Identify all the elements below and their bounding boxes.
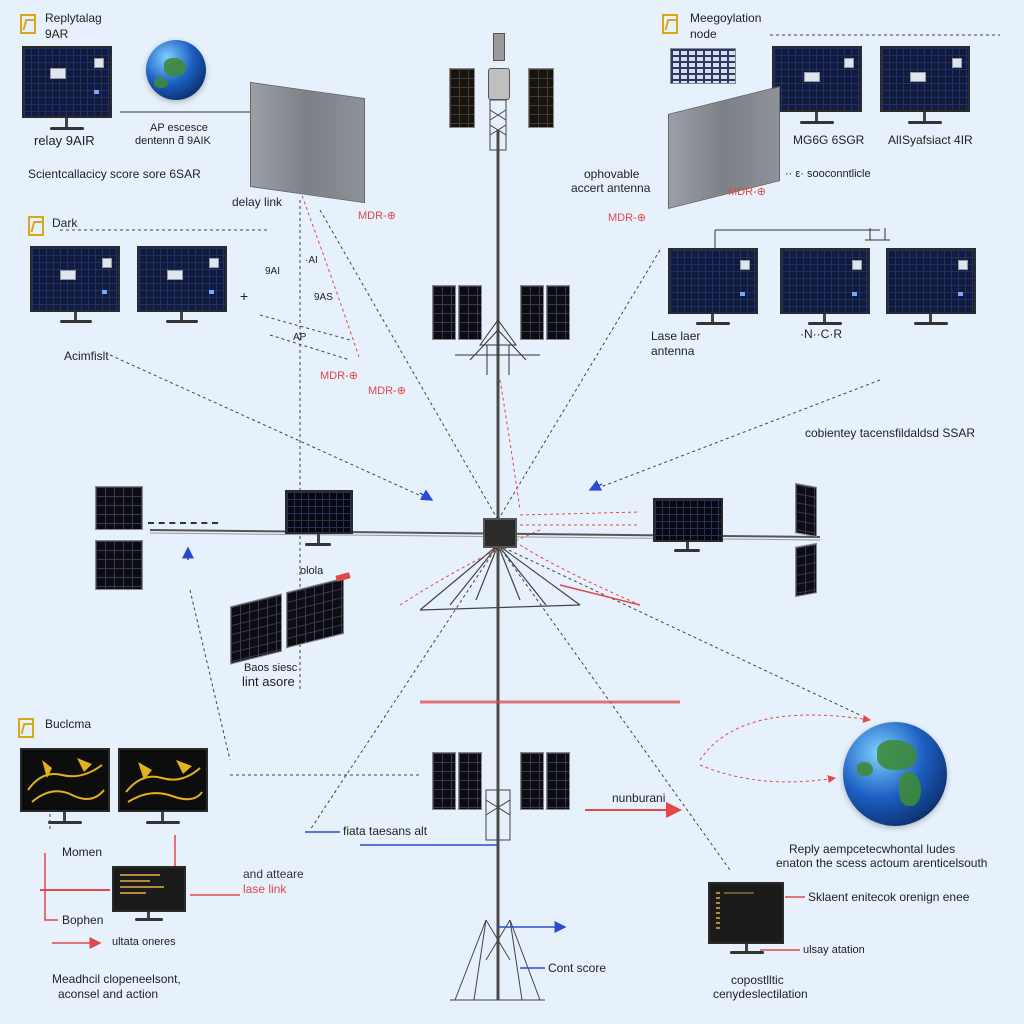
- globe-caption-1: AP escesce: [150, 122, 208, 134]
- red-tag: MDR-⊕: [608, 212, 646, 224]
- coherency-label: cobientey tacensfildaldsd SSAR: [805, 426, 976, 440]
- top-left-title: Replytalag: [45, 11, 102, 25]
- warning-icon: [18, 718, 34, 738]
- left-arm-panel: [95, 540, 143, 590]
- bottom-satellite-panel: [546, 752, 570, 810]
- map-monitor-2: [118, 748, 208, 812]
- laser-monitor-1: [668, 248, 758, 314]
- bottom-right-caption: cenydeslectilation: [713, 987, 808, 1001]
- acimfislt-label: Acimfislt: [64, 349, 109, 363]
- station-label: ulsay atation: [803, 944, 865, 956]
- tick-label: 9AI: [265, 266, 281, 277]
- relay-monitor: [22, 46, 112, 118]
- top-left-score: Scientcallacicy score sore 6SAR: [28, 167, 201, 181]
- dark-monitor-2: [137, 246, 227, 312]
- laser-link-label: and atteare: [243, 867, 304, 881]
- laser-monitor-2: [780, 248, 870, 314]
- blue-links: [182, 479, 603, 969]
- bottom-satellite-panel: [458, 752, 482, 810]
- red-links: [299, 189, 871, 784]
- node-caption-2: AlISyafsiact 4IR: [888, 133, 973, 147]
- center-tag: lint asore: [242, 674, 295, 689]
- warning-icon: [20, 14, 36, 34]
- right-arm-panel: [795, 543, 817, 597]
- top-satellite-panel-right: [528, 68, 554, 128]
- map-monitor-1: [20, 748, 110, 812]
- tick-label: AP: [293, 332, 307, 343]
- antenna-label: ophovable: [584, 167, 640, 181]
- laser-monitor-3: [886, 248, 976, 314]
- red-solid-link: [559, 584, 641, 606]
- tick-label: 9AS: [314, 292, 333, 303]
- antenna-label: accert antenna: [571, 181, 651, 195]
- bottom-left-title: Buclcma: [45, 717, 92, 731]
- terminal-monitor: [112, 866, 186, 912]
- top-satellite-panel-left: [449, 68, 475, 128]
- globe-caption-2: dentenn ƌ 9AIK: [135, 135, 211, 147]
- mid-satellite-panel: [432, 285, 456, 340]
- mid-satellite-panel: [546, 285, 570, 340]
- top-satellite-antenna: [493, 33, 505, 61]
- earth-globe-icon: [843, 722, 947, 826]
- bottom-center-label: fiata taesans alt: [343, 824, 428, 838]
- node-monitor-2: [880, 46, 970, 112]
- bottom-left-caption: aconsel and action: [58, 987, 159, 1001]
- station-monitor: [708, 882, 784, 944]
- center-tag: Baos siesc: [244, 662, 298, 674]
- bottom-tower-lattice: [450, 789, 545, 1001]
- bottom-satellite-panel: [520, 752, 544, 810]
- dark-title: Dark: [52, 216, 78, 230]
- reflector-board-left: [250, 81, 365, 204]
- bottom-left-label: ultata oneres: [112, 936, 176, 948]
- center-monitor-right: [653, 498, 723, 542]
- laser-antenna-label: antenna: [651, 344, 695, 358]
- bottom-satellite-panel: [432, 752, 456, 810]
- mid-satellite-panel: [520, 285, 544, 340]
- node-subtitle: node: [690, 27, 717, 41]
- mid-satellite-panel: [458, 285, 482, 340]
- bottom-center-label: Cont score: [548, 961, 607, 975]
- tick-label: ·AI: [305, 255, 318, 266]
- top-satellite-body: [488, 68, 510, 100]
- node-note: ·· ε· sooconntlicle: [785, 168, 871, 180]
- red-tag: MDR-⊕: [358, 210, 396, 222]
- node-monitor-1: [772, 46, 862, 112]
- top-satellite-lattice: [489, 99, 507, 151]
- dark-monitor-1: [30, 246, 120, 312]
- left-arm-connector: [148, 522, 218, 536]
- laser-caption: ·N··C·R: [800, 327, 842, 341]
- hub-struts: [419, 544, 581, 611]
- bottom-left-label: Momen: [62, 845, 103, 859]
- bottom-left-caption: Meadhcil clopeneelsont,: [52, 972, 181, 986]
- laser-antenna-label: Lase laer: [651, 329, 701, 343]
- right-arm-panel: [795, 483, 817, 537]
- warning-icon: [662, 14, 678, 34]
- bottom-right-caption: copostlltic: [731, 973, 784, 987]
- bottom-center-label: nunburani: [612, 791, 666, 805]
- mid-satellite-lattice: [455, 319, 540, 375]
- hub-box: [483, 518, 517, 548]
- reply-text: enaton the scess actoum arenticelsouth: [776, 856, 988, 870]
- node-caption-1: MG6G 6SGR: [793, 133, 865, 147]
- plus-sign: +: [240, 288, 249, 304]
- top-left-subtitle: 9AR: [45, 27, 69, 41]
- station-monitor-label: Sklaent enitecok orenign enee: [808, 890, 970, 904]
- relay-caption: relay 9AIR: [34, 133, 95, 148]
- warning-icon: [28, 216, 44, 236]
- node-panel-small: [670, 48, 736, 84]
- center-monitor-left: [285, 490, 353, 534]
- center-label: olola: [300, 565, 324, 577]
- red-tag: MDR-⊕: [728, 186, 766, 198]
- reply-text: Reply aempcetecwhontal ludes: [789, 842, 956, 856]
- delay-link-label: delay link: [232, 195, 283, 209]
- red-tag: MDR-⊕: [320, 370, 358, 382]
- left-arm-panel: [95, 486, 143, 530]
- earth-globe-icon: [146, 40, 206, 100]
- laser-link-label: lase link: [243, 882, 287, 896]
- bottom-left-label: Bophen: [62, 913, 104, 927]
- node-title: Meegoylation: [690, 11, 762, 25]
- red-tag: MDR-⊕: [368, 385, 406, 397]
